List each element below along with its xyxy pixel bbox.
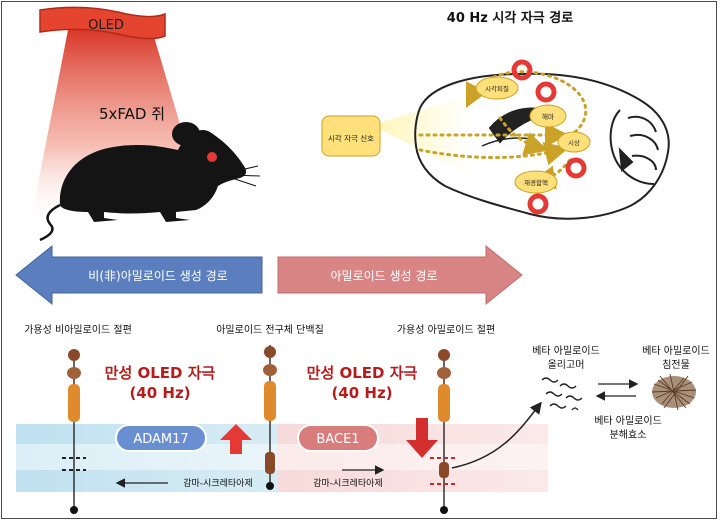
visual-stimulus-box xyxy=(321,115,381,157)
mouse-label: 5xFAD 쥐 xyxy=(99,105,165,123)
precursor-protein xyxy=(263,345,277,490)
visual-stimulus-label: 시각 자극 신호 xyxy=(328,133,374,143)
right-stim-line1: 만성 OLED 자극 xyxy=(307,364,418,382)
gamma-right-label: 감마-시크레타아제 xyxy=(313,477,383,489)
adam17-label: ADAM17 xyxy=(133,432,188,447)
amyloid-fragment xyxy=(430,349,458,514)
bace1-label: BACE1 xyxy=(316,432,359,447)
amyloid-pathway-label: 아밀로이드 생성 경로 xyxy=(331,269,438,283)
nonamyloid-fragment xyxy=(62,349,86,514)
region-hippocampus-label: 해마 xyxy=(542,112,554,121)
gamma-left-label: 감마-시크레타아제 xyxy=(183,477,253,489)
region-visual-cortex xyxy=(475,76,519,100)
bace1-badge xyxy=(297,424,379,452)
right-stim-line2: (40 Hz) xyxy=(331,384,392,402)
amyloid-pathway-arrow xyxy=(277,244,523,306)
plaque-icon xyxy=(651,373,697,411)
mouse-icon xyxy=(39,122,261,242)
precursor-label: 아밀로이드 전구체 단백질 xyxy=(216,324,324,336)
region-entorhinal xyxy=(514,170,558,194)
plaque-line2: 침전물 xyxy=(662,359,690,371)
oligomer-line2: 올리고머 xyxy=(548,359,585,371)
oligomer-line1: 베타 아밀로이드 xyxy=(532,345,600,357)
region-hippocampus xyxy=(529,104,567,128)
plaque-line1: 베타 아밀로이드 xyxy=(642,345,710,357)
region-visual-cortex-label: 시각피질 xyxy=(485,84,509,93)
downregulation-arrow-icon xyxy=(406,418,438,458)
left-stim-line2: (40 Hz) xyxy=(129,384,190,402)
soluble-amyloid-label: 가용성 아밀로이드 절편 xyxy=(397,323,495,336)
membrane-core xyxy=(16,444,548,470)
release-arrow xyxy=(451,401,542,469)
oled-label: OLED xyxy=(88,18,124,33)
enzyme-line2: 분해효소 xyxy=(610,428,647,441)
oligomer-icon xyxy=(541,377,583,411)
enzyme-line1: 베타 아밀로이드 xyxy=(594,415,662,427)
oled-panel-icon xyxy=(39,6,166,40)
non-amyloid-pathway-arrow xyxy=(15,244,263,306)
non-amyloid-pathway-label: 비(非)아밀로이드 생성 경로 xyxy=(88,269,227,283)
adam17-badge xyxy=(115,424,207,452)
pathway-title: 40 Hz 시각 자극 경로 xyxy=(447,10,573,26)
region-entorhinal-label: 재경합핵 xyxy=(524,178,548,187)
left-stim-line1: 만성 OLED 자극 xyxy=(105,364,216,382)
upregulation-arrow-icon xyxy=(220,424,252,454)
soluble-nonamyloid-label: 가용성 비아밀로이드 절편 xyxy=(24,323,132,336)
region-thalamus xyxy=(557,131,591,153)
region-thalamus-label: 시상 xyxy=(568,138,580,147)
target-rings xyxy=(511,59,587,215)
